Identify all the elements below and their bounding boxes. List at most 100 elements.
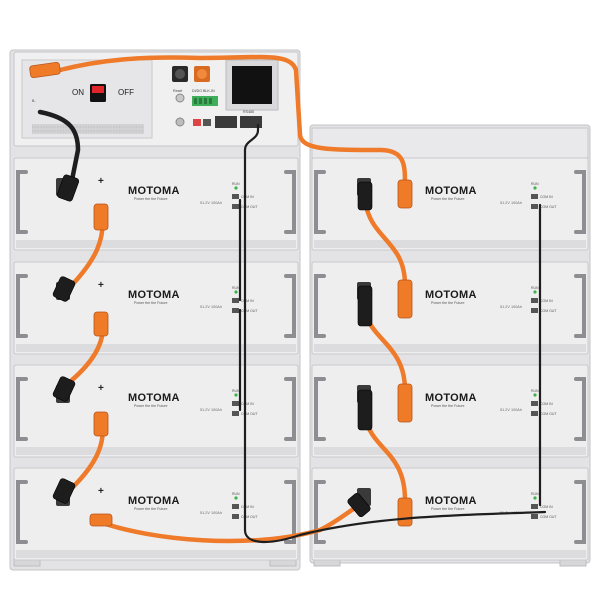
module-spec: 51.2V 100Ah [200, 408, 222, 412]
run-led-icon [234, 186, 238, 190]
com-in-port-icon[interactable] [531, 194, 538, 199]
module-handle[interactable] [314, 480, 326, 544]
run-label: RUN [232, 286, 240, 290]
com-out-port-icon[interactable] [531, 204, 538, 209]
com-in-label: COM IN [540, 505, 553, 509]
com-out-port-icon[interactable] [232, 411, 239, 416]
controller-vent [32, 124, 144, 134]
terminal-plus[interactable] [172, 66, 188, 82]
terminal-block-icon[interactable] [192, 96, 218, 106]
series-link-cable [362, 197, 408, 288]
com-out-port-icon[interactable] [531, 308, 538, 313]
switch-off-label: OFF [118, 88, 134, 97]
cross-stack-plug [89, 513, 113, 527]
com-out-port-icon[interactable] [531, 514, 538, 519]
module-brand: MOTOMA [425, 392, 477, 404]
right-rack-top-cover [311, 127, 589, 159]
module-handle[interactable] [574, 480, 586, 544]
cross-stack-plug [347, 493, 371, 517]
module-face [13, 364, 299, 458]
ethernet-port-icon[interactable] [215, 116, 237, 128]
rs485-port-label: RS485 [243, 110, 254, 114]
module-handle[interactable] [16, 274, 28, 338]
com-out-label: COM OUT [241, 309, 258, 313]
run-label: RUN [531, 492, 539, 496]
run-label: RUN [232, 492, 240, 496]
run-led-icon [533, 393, 537, 397]
module-spec: 51.2V 100Ah [500, 201, 522, 205]
com-out-port-icon[interactable] [232, 308, 239, 313]
series-link-plug [397, 279, 413, 319]
module-brand: MOTOMA [128, 392, 180, 404]
module-handle[interactable] [16, 170, 28, 234]
module-handle[interactable] [574, 170, 586, 234]
module-brand: MOTOMA [425, 495, 477, 507]
series-link-plug [93, 203, 109, 231]
negative-plug [357, 285, 373, 327]
com-in-label: COM IN [540, 195, 553, 199]
power-switch-icon[interactable] [90, 84, 106, 102]
com-in-port-icon[interactable] [232, 504, 239, 509]
switch-on-label: ON [72, 88, 84, 97]
module-brand: MOTOMA [128, 289, 180, 301]
com-out-port-icon[interactable] [232, 204, 239, 209]
module-handle[interactable] [16, 377, 28, 441]
com-in-port-icon[interactable] [232, 401, 239, 406]
com-in-port-icon[interactable] [232, 298, 239, 303]
com-in-port-icon[interactable] [232, 194, 239, 199]
module-tagline: Power the the Future [431, 507, 465, 511]
run-led-icon [533, 186, 537, 190]
module-handle[interactable] [284, 274, 296, 338]
module-handle[interactable] [284, 170, 296, 234]
module-handle[interactable] [574, 274, 586, 338]
com-in-label: COM IN [241, 505, 254, 509]
negative-plug [52, 478, 76, 504]
module-gap [314, 240, 586, 248]
dip-switch-icon[interactable] [193, 119, 201, 126]
cross-stack-cable [97, 502, 363, 544]
module-handle[interactable] [284, 480, 296, 544]
module-handle[interactable] [574, 377, 586, 441]
com-out-port-icon[interactable] [232, 514, 239, 519]
ethernet-port-icon[interactable] [240, 116, 262, 128]
com-out-label: COM OUT [241, 205, 258, 209]
module-spec: 51.2V 100Ah [500, 408, 522, 412]
com-in-label: COM IN [241, 195, 254, 199]
reset-button[interactable] [175, 93, 185, 103]
com-out-port-icon[interactable] [531, 411, 538, 416]
module-face [311, 157, 589, 251]
run-label: RUN [531, 182, 539, 186]
terminal-minus[interactable] [194, 66, 210, 82]
module-handle[interactable] [314, 377, 326, 441]
module-gap [16, 447, 296, 455]
com-in-port-icon[interactable] [531, 504, 538, 509]
reset-button-label: Reset [173, 89, 182, 93]
ethernet-port-icon[interactable] [203, 119, 211, 126]
module-handle[interactable] [16, 480, 28, 544]
module-tagline: Power the the Future [431, 301, 465, 305]
positive-marker: + [98, 280, 104, 291]
module-handle[interactable] [314, 170, 326, 234]
module-handle[interactable] [314, 274, 326, 338]
module-tagline: Power the the Future [134, 301, 168, 305]
com-in-label: COM IN [540, 299, 553, 303]
positive-marker: + [98, 176, 104, 187]
positive-main-plug [29, 61, 61, 79]
module-tagline: Power the the Future [134, 507, 168, 511]
terminal-block-label: DI/DO BLK-IN [192, 89, 215, 93]
series-link-plug [93, 311, 109, 337]
com-in-port-icon[interactable] [531, 298, 538, 303]
com-in-port-icon[interactable] [531, 401, 538, 406]
positive-marker: + [98, 383, 104, 394]
module-gap [16, 344, 296, 352]
module-spec: 51.2V 100Ah [200, 201, 222, 205]
module-brand: MOTOMA [128, 185, 180, 197]
com-out-label: COM OUT [540, 309, 557, 313]
module-handle[interactable] [284, 377, 296, 441]
